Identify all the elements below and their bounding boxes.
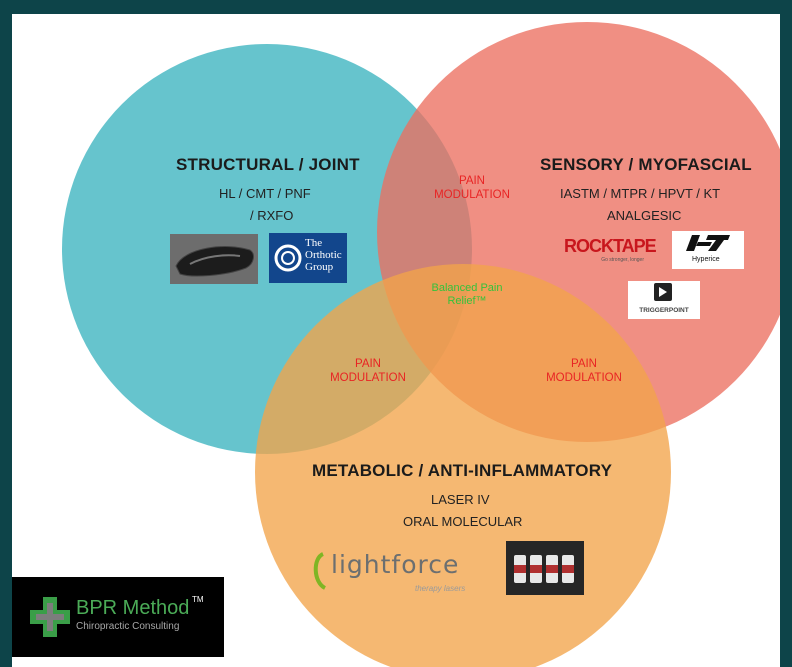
orthotic-logo-text-2: Orthotic [305, 249, 342, 261]
orthotic-logo-text-3: Group [305, 261, 334, 273]
overlap-left-line2: MODULATION [330, 372, 406, 384]
overlap-top-line1: PAIN [459, 175, 485, 187]
diagram-frame: STRUCTURAL / JOINT HL / CMT / PNF / RXFO… [12, 14, 780, 667]
metabolic-modalities-line2: ORAL MOLECULAR [403, 514, 523, 529]
bpr-tagline: Chiropractic Consulting [76, 621, 180, 632]
rocktape-logo-text: ROCKTAPE [564, 236, 657, 256]
metabolic-modalities-line1: LASER IV [431, 492, 490, 507]
orthotic-logo-text-1: The [305, 237, 323, 249]
center-line2: Relief™ [447, 295, 487, 307]
structural-modalities-line1: HL / CMT / PNF [219, 186, 311, 201]
insole-image [170, 234, 258, 284]
overlap-right-line2: MODULATION [546, 372, 622, 384]
sensory-modalities-line2: ANALGESIC [607, 208, 682, 223]
supplement-bottles-image [506, 541, 584, 595]
metabolic-title: METABOLIC / ANTI-INFLAMMATORY [312, 461, 613, 480]
sensory-modalities-line1: IASTM / MTPR / HPVT / KT [560, 186, 721, 201]
lightforce-logo-tagline: therapy lasers [415, 584, 466, 593]
bpr-brand-name: BPR Method [76, 597, 190, 619]
overlap-top-line2: MODULATION [434, 189, 510, 201]
overlap-top-label: PAIN MODULATION [417, 174, 527, 202]
hyperice-logo: Hyperice [672, 231, 744, 269]
triggerpoint-logo-text: TRIGGERPOINT [639, 307, 689, 314]
triggerpoint-icon [659, 287, 667, 297]
orthotic-group-logo: The Orthotic Group [269, 233, 347, 283]
overlap-left-line1: PAIN [355, 358, 381, 370]
bpr-trademark: TM [192, 595, 204, 604]
sensory-title: SENSORY / MYOFASCIAL [540, 155, 752, 174]
structural-modalities-line2: / RXFO [250, 208, 294, 223]
overlap-left-label: PAIN MODULATION [308, 357, 428, 385]
rocktape-logo: ROCKTAPE Go stronger, longer [564, 236, 657, 266]
structural-title: STRUCTURAL / JOINT [176, 155, 360, 174]
hyperice-logo-text: Hyperice [692, 256, 720, 263]
overlap-right-line1: PAIN [571, 358, 597, 370]
rocktape-logo-tagline: Go stronger, longer [601, 257, 644, 263]
lightforce-logo: lightforce therapy lasers [303, 544, 483, 600]
triggerpoint-logo: TRIGGERPOINT [628, 281, 700, 319]
overlap-right-label: PAIN MODULATION [524, 357, 644, 385]
center-label: Balanced Pain Relief™ [412, 282, 522, 308]
bpr-method-brand: BPR Method TM Chiropractic Consulting [12, 577, 224, 657]
center-line1: Balanced Pain [431, 282, 503, 294]
venn-diagram [62, 22, 780, 667]
bpr-cross-icon [30, 597, 70, 637]
lightforce-logo-text: lightforce [331, 550, 460, 579]
